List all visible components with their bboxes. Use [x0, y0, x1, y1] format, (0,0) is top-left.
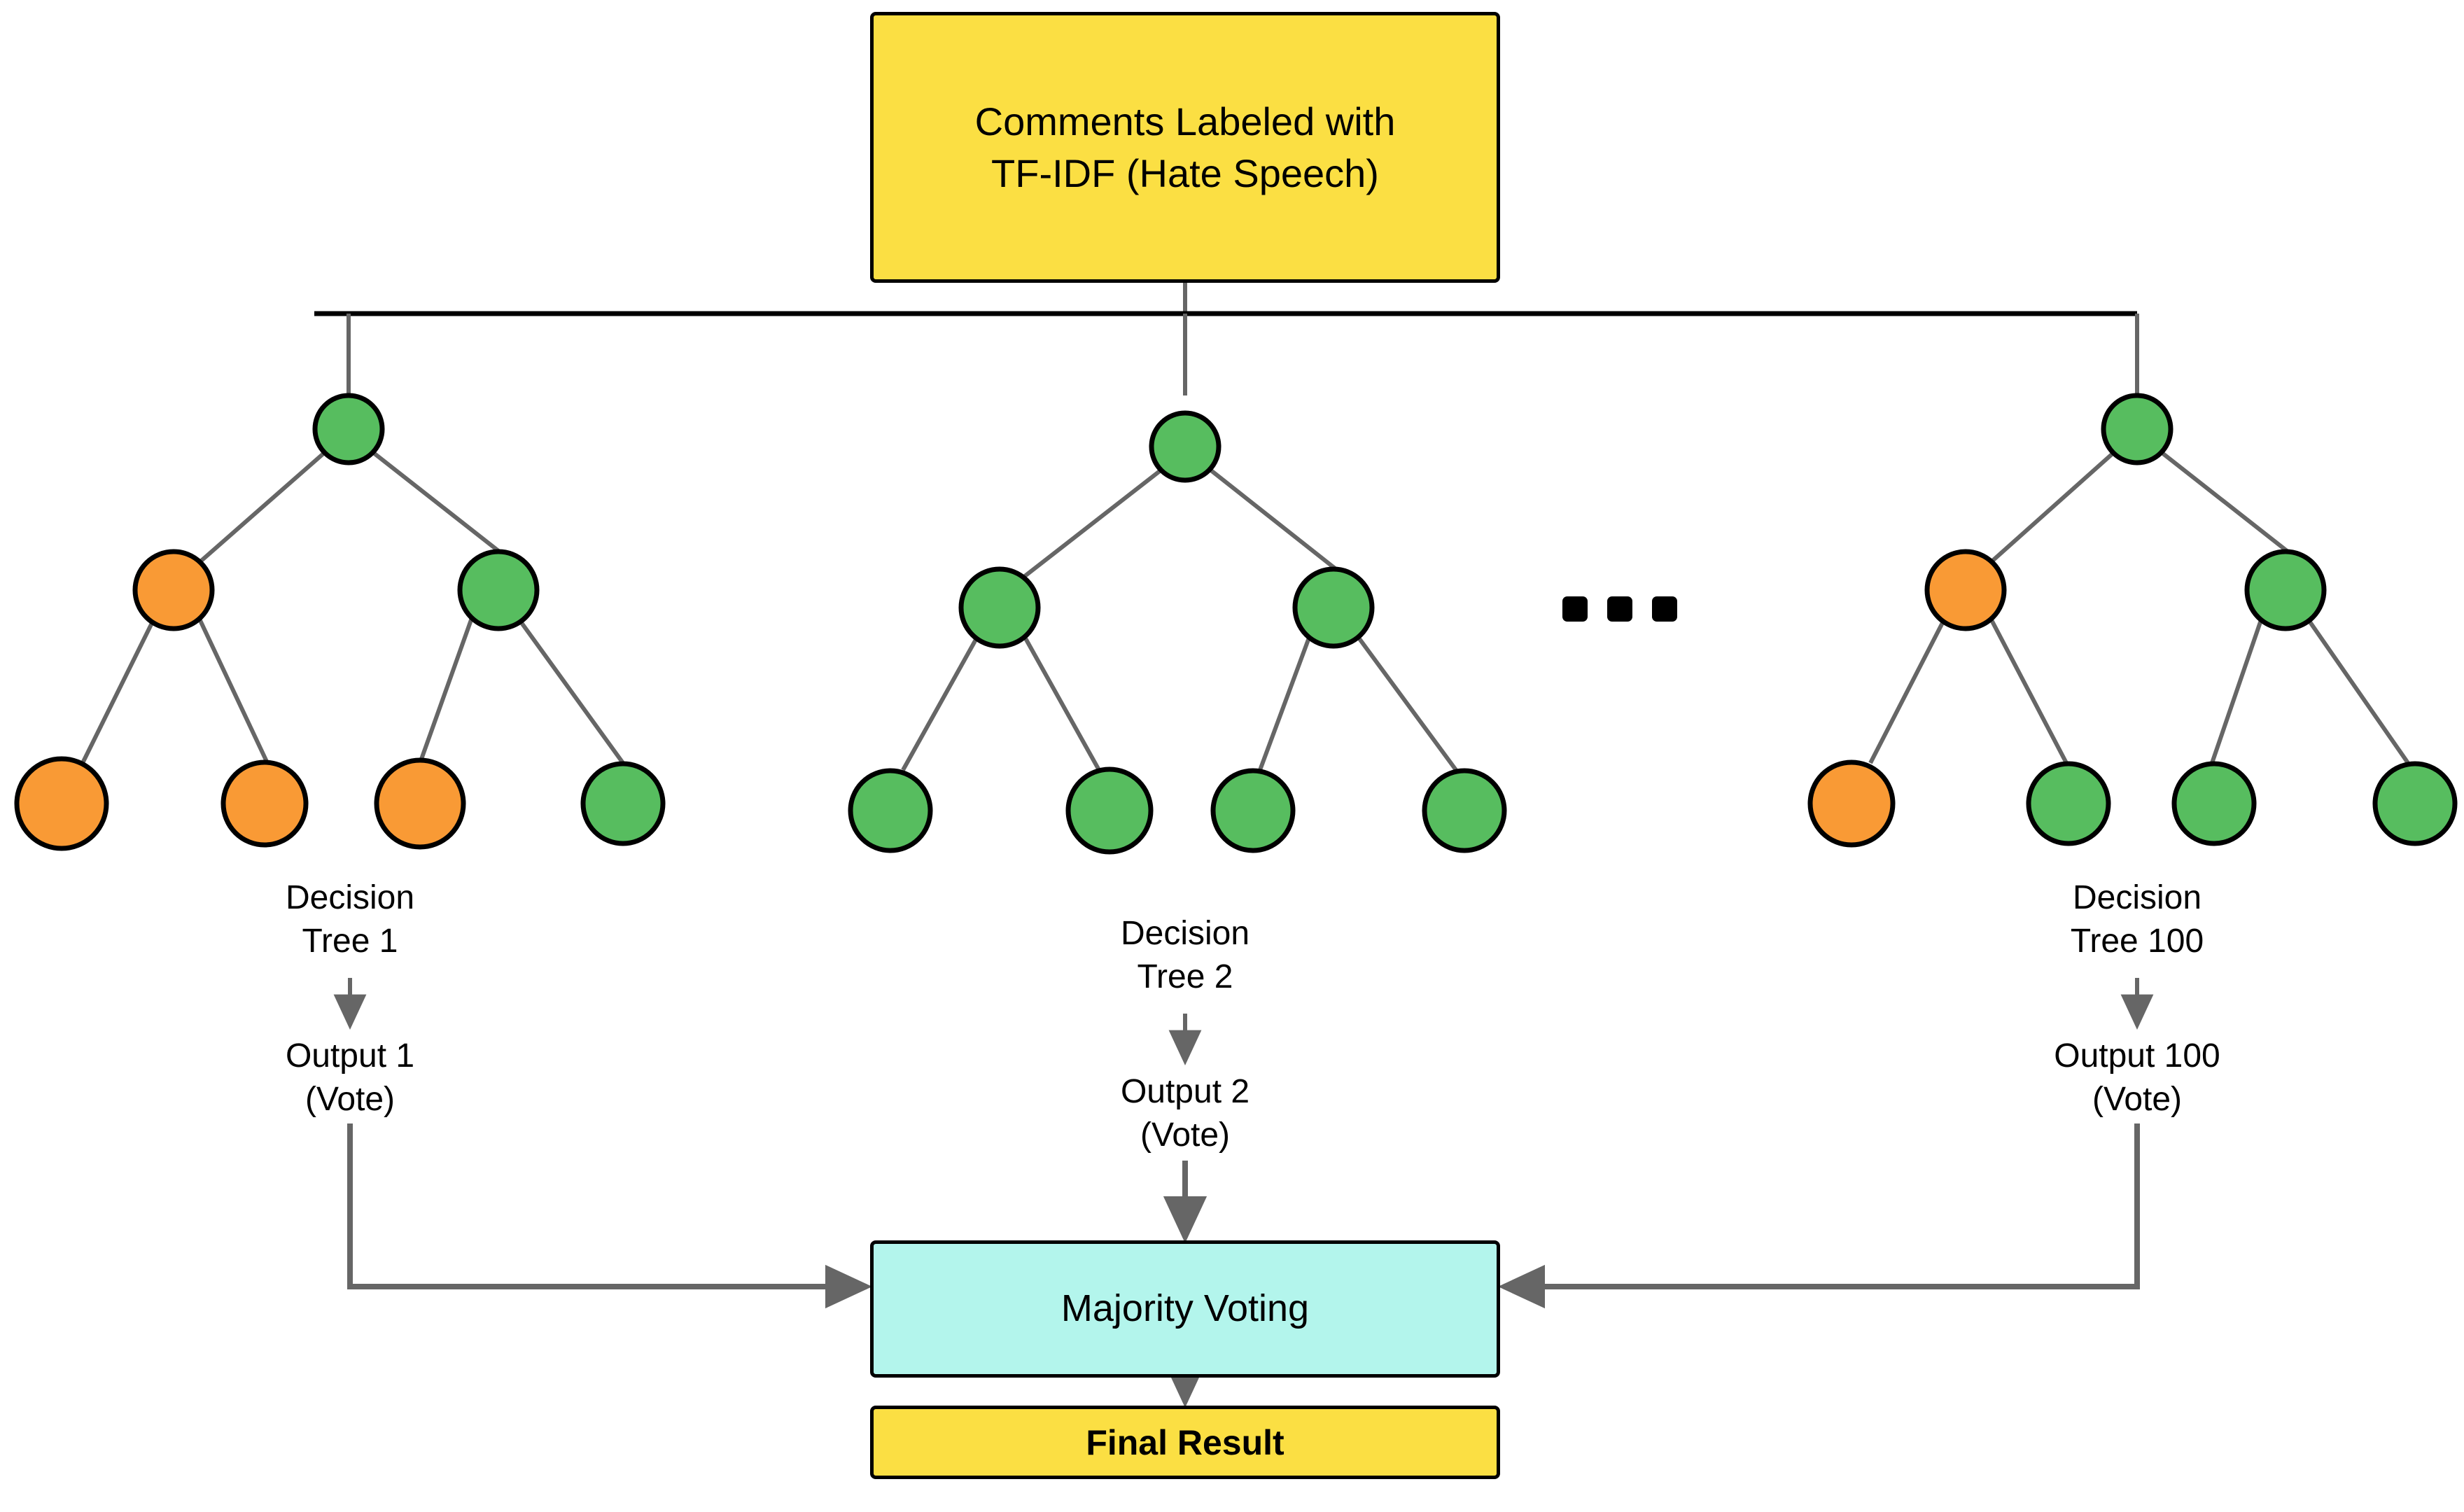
tree-to-output-arrows	[333, 978, 2154, 1065]
tree-2-caption: Decision Tree 2	[1120, 915, 1250, 996]
tree-2-node-l2-1	[1292, 566, 1375, 649]
tree-1-node-leaf-3	[580, 761, 666, 846]
tree-1-node-root	[312, 393, 385, 465]
tree-1-node-leaf-0	[14, 756, 109, 851]
tree-1-node-l2-0	[132, 549, 215, 631]
tree-100-node-leaf-3	[2372, 761, 2458, 846]
tree-1-edges	[80, 451, 625, 764]
tree-100-edges	[1868, 451, 2410, 764]
final-result-box[interactable]: Final Result	[870, 1406, 1500, 1479]
tree-100-node-root	[2101, 393, 2174, 465]
tree-100-caption: Decision Tree 100	[2070, 879, 2204, 960]
tree-2-node-leaf-3	[1422, 768, 1507, 853]
tree-1-node-leaf-2	[374, 757, 466, 850]
majority-voting-label: Majority Voting	[1060, 1287, 1310, 1330]
tree-100-node-leaf-0	[1807, 760, 1896, 848]
ellipsis-indicator	[1562, 596, 1677, 622]
tree-1-nodes	[14, 393, 666, 851]
final-result-label: Final Result	[1086, 1422, 1284, 1462]
tree-100-node-leaf-1	[2026, 761, 2111, 846]
majority-voting-box[interactable]: Majority Voting	[870, 1240, 1500, 1378]
tree-2-edges	[901, 468, 1458, 771]
tree-1-node-leaf-1	[220, 760, 309, 848]
tree-2-node-leaf-1	[1065, 766, 1154, 855]
tree-100-node-l2-1	[2244, 549, 2327, 631]
tree-100-node-leaf-2	[2171, 761, 2257, 846]
ellipsis-dot-2	[1607, 596, 1632, 622]
tree-100-output-caption: Output 100 (Vote)	[2054, 1037, 2220, 1119]
tree-1-node-l2-1	[457, 549, 540, 631]
tree-2-output-caption: Output 2 (Vote)	[1120, 1073, 1250, 1154]
tree-1-caption: Decision Tree 1	[285, 879, 415, 960]
distribution-bus	[314, 283, 2139, 396]
output-to-voting-connectors	[347, 1124, 2140, 1408]
tree-2-node-leaf-0	[848, 768, 933, 853]
tree-2-nodes	[848, 410, 1507, 855]
tree-1-output-caption: Output 1 (Vote)	[285, 1037, 415, 1119]
tree-2-node-l2-0	[958, 566, 1041, 649]
tree-2-node-leaf-2	[1210, 768, 1296, 853]
input-data-box-label: Comments Labeled with TF-IDF (Hate Speec…	[974, 99, 1396, 195]
tree-100-node-l2-0	[1924, 549, 2007, 631]
ellipsis-dot-1	[1562, 596, 1588, 622]
tree-2-node-root	[1149, 410, 1222, 483]
input-data-box[interactable]: Comments Labeled with TF-IDF (Hate Speec…	[870, 12, 1500, 283]
tree-100-nodes	[1807, 393, 2458, 848]
ellipsis-dot-3	[1652, 596, 1677, 622]
